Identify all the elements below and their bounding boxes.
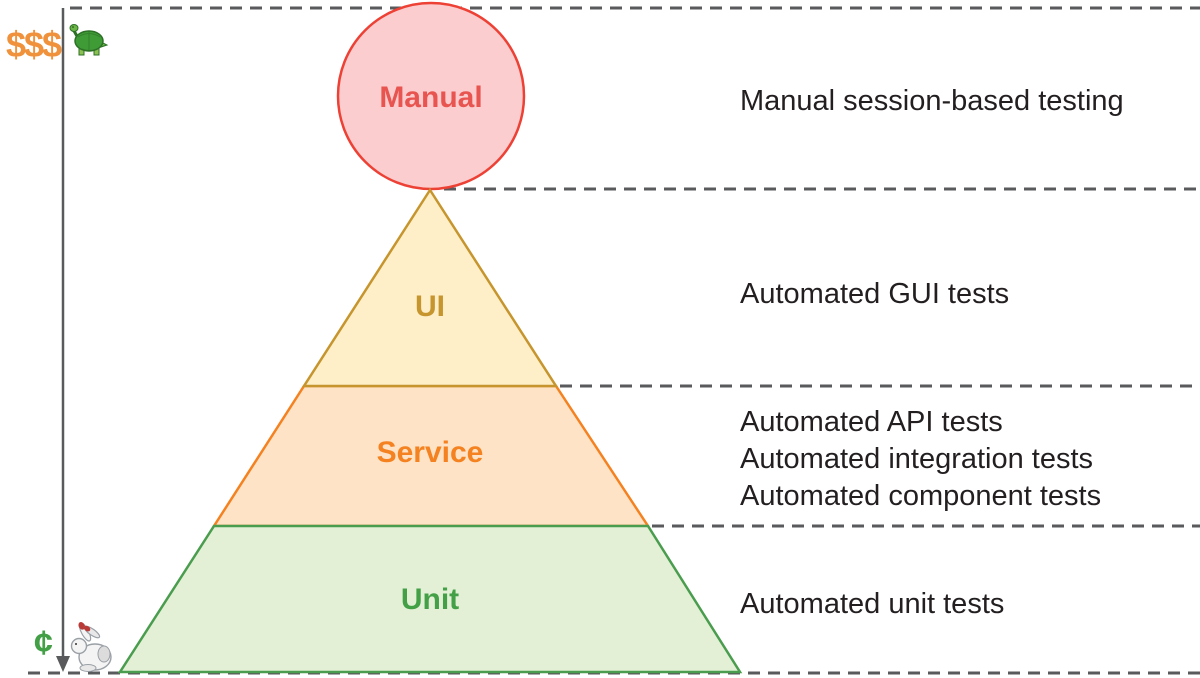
service-descriptions: Automated API tests Automated integratio…: [740, 404, 1101, 515]
ui-description: Automated GUI tests: [740, 278, 1010, 310]
high-cost-label: $$$: [6, 24, 62, 65]
turtle-icon: [69, 24, 109, 56]
cost-axis-arrow: [56, 8, 70, 672]
manual-circle: [336, 1, 526, 191]
ui-level-label: UI: [415, 290, 445, 323]
low-cost-label: ¢: [34, 624, 53, 662]
service-level-label: Service: [376, 436, 484, 469]
rabbit-icon: [70, 622, 112, 672]
manual-description: Manual session-based testing: [740, 85, 1124, 117]
service-description-line: Automated API tests: [740, 406, 1003, 438]
cost-axis-arrowhead: [56, 656, 70, 672]
service-description-line: Automated component tests: [740, 480, 1102, 512]
manual-level-label: Manual: [379, 81, 483, 114]
service-description-line: Automated integration tests: [740, 443, 1094, 475]
ui-triangle: [301, 187, 559, 388]
unit-description: Automated unit tests: [740, 588, 1005, 620]
unit-level-label: Unit: [400, 583, 460, 616]
unit-trapezoid: [117, 524, 743, 674]
